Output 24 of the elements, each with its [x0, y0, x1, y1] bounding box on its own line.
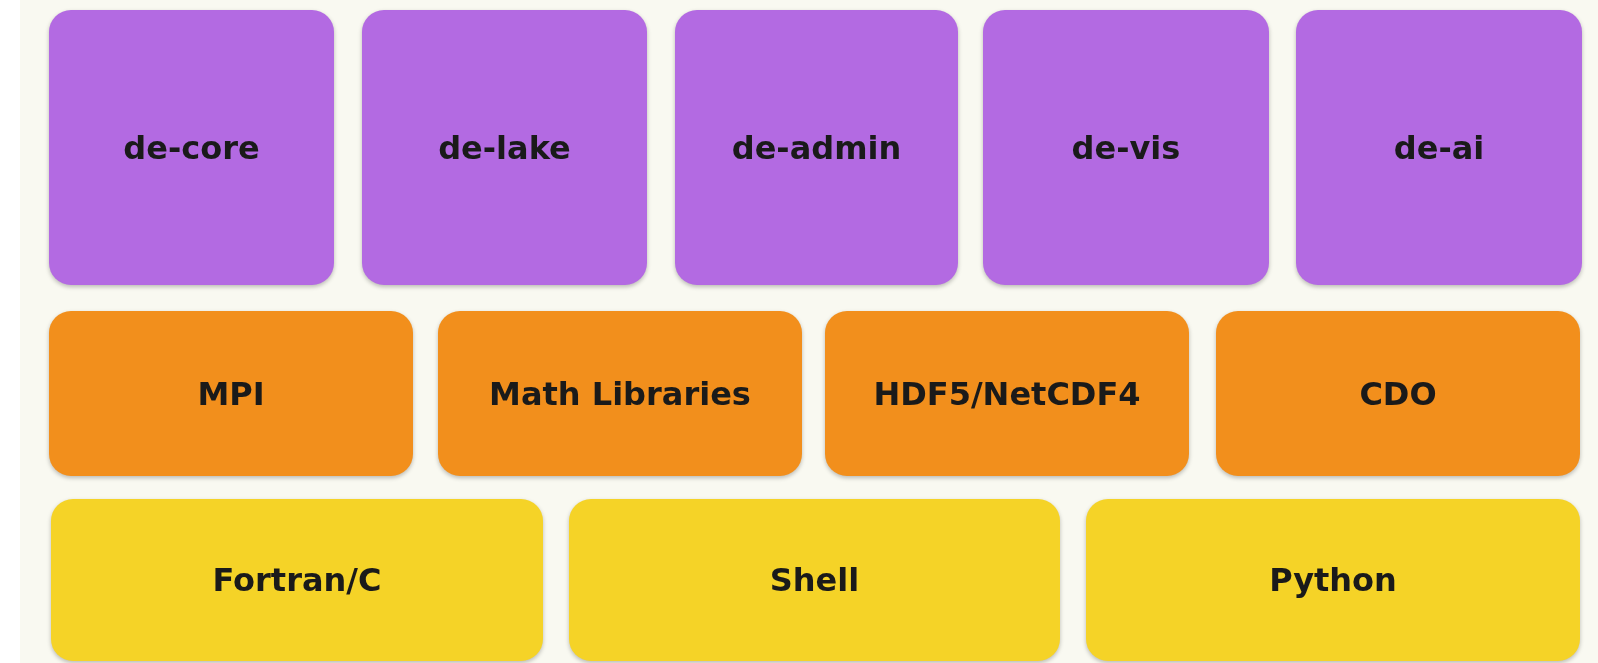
layer-label: de-ai — [1393, 128, 1485, 167]
layer-label: CDO — [1359, 374, 1437, 413]
layer-label: de-vis — [1071, 128, 1181, 167]
layer-label: HDF5/NetCDF4 — [873, 374, 1141, 413]
layer-box — [1086, 499, 1580, 661]
layer-label: MPI — [197, 374, 265, 413]
layer-label: Math Libraries — [489, 374, 751, 413]
layer-label: Shell — [769, 561, 860, 599]
layer-box — [675, 10, 958, 285]
layer-box — [1216, 311, 1580, 476]
layer-box — [49, 10, 334, 285]
layer-label: de-core — [123, 128, 260, 167]
layer-box — [1296, 10, 1582, 285]
layer-box — [438, 311, 802, 476]
layer-box — [362, 10, 647, 285]
layer-label: de-lake — [438, 128, 571, 167]
layer-label: Python — [1269, 561, 1397, 599]
layer-box — [569, 499, 1060, 661]
layer-box — [49, 311, 413, 476]
layer-label: Fortran/C — [212, 561, 382, 599]
layer-box — [51, 499, 543, 661]
layer-label: de-admin — [731, 128, 902, 167]
layer-box — [825, 311, 1189, 476]
layer-box — [983, 10, 1269, 285]
